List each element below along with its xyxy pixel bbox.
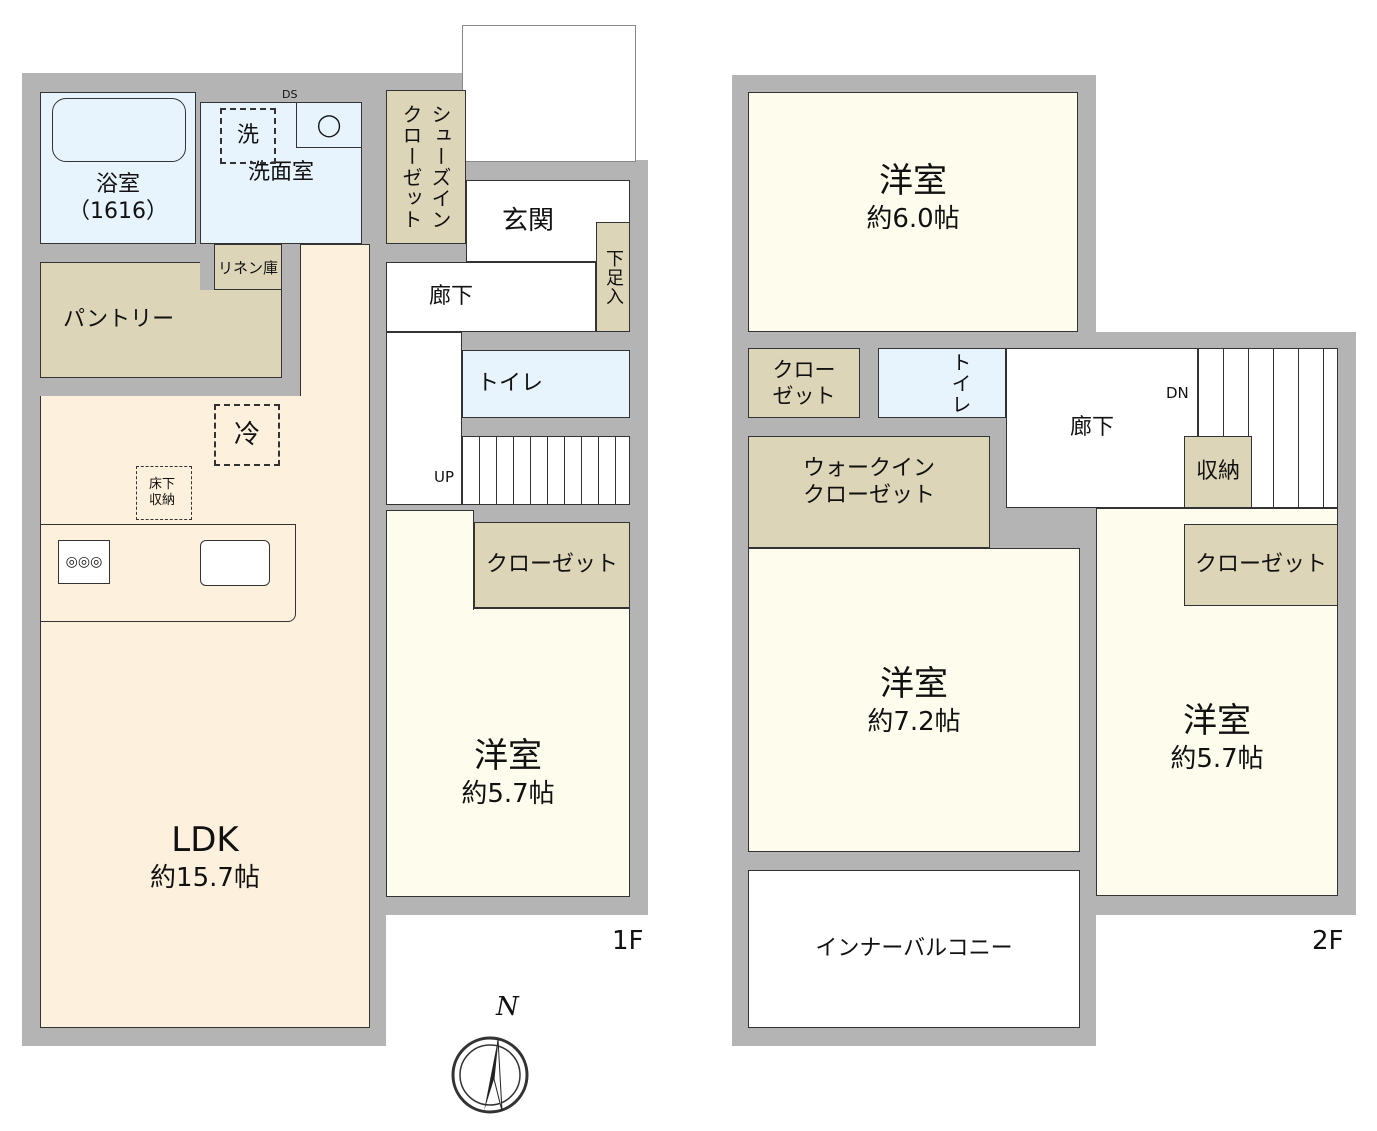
room-size: 約5.7帖 (1170, 743, 1264, 774)
washer-label: 洗 (236, 123, 259, 149)
room-name: リネン庫 (217, 258, 278, 277)
compass-north-label: N (496, 992, 519, 1022)
hall-lower (386, 332, 462, 505)
room-size: 約7.2帖 (867, 706, 961, 737)
room-toilet-2f: トイレ (878, 348, 1006, 418)
sink-icon: ◯ (296, 102, 362, 148)
underfloor-storage: 床下収納 (136, 466, 192, 520)
room-name: 廊下 (429, 284, 474, 310)
room-bedroom-7: 洋室 約7.2帖 (748, 548, 1080, 852)
stairs-up-label: UP (434, 468, 455, 486)
fridge-label: 冷 (233, 419, 260, 450)
bedroom-1f-upper (386, 510, 474, 610)
room-name: トイレ (477, 371, 544, 397)
room-name: トイレ (948, 351, 972, 415)
kitchen-sink-icon (200, 540, 270, 586)
stairs-down-label: DN (1166, 384, 1189, 402)
ldk-corridor (300, 244, 370, 424)
stove-icon: ◎◎◎ (58, 540, 110, 584)
room-name: クローゼット (1194, 552, 1327, 578)
room-name: インナーバルコニー (815, 936, 1013, 962)
floor-label-2f: 2F (1312, 926, 1344, 956)
room-size: 約6.0帖 (866, 203, 960, 234)
stairs (462, 436, 630, 505)
room-name: 洋室 (1183, 700, 1251, 741)
room-storage: 収納 (1184, 436, 1252, 508)
room-name: 収納 (1195, 459, 1240, 485)
room-hall-2f: 廊下 (1006, 348, 1198, 508)
room-size: 約5.7帖 (461, 779, 555, 810)
washer-space: 洗 (220, 108, 276, 164)
room-name: クローゼット (485, 552, 618, 578)
room-bedroom-6: 洋室 約6.0帖 (748, 92, 1078, 332)
room-balcony: インナーバルコニー (748, 870, 1080, 1028)
room-name: LDK (171, 820, 239, 861)
floor-label-1f: 1F (612, 926, 644, 956)
room-shoe-box: 下足入 (596, 222, 630, 332)
wall (200, 262, 214, 290)
bathtub-icon (52, 98, 186, 162)
compass-icon (450, 1035, 530, 1115)
room-name: パントリー (63, 307, 175, 333)
fridge-space: 冷 (214, 404, 280, 466)
ds-label: DS (282, 88, 298, 101)
room-size: 約15.7帖 (150, 863, 260, 894)
room-toilet: トイレ (462, 350, 630, 418)
room-name: クローゼット (772, 357, 836, 408)
room-closet: クローゼット (474, 522, 630, 608)
room-closet-c: クローゼット (1184, 524, 1338, 606)
room-linen: リネン庫 (214, 244, 282, 290)
room-name: 洗面室 (247, 160, 314, 186)
room-name: ウォークインクローゼット (802, 455, 935, 509)
room-size: （1616） (68, 199, 168, 224)
room-name: 洋室 (474, 736, 542, 777)
room-ldk: LDK 約15.7帖 (40, 396, 370, 1028)
room-bedroom-1f: 洋室 約5.7帖 (386, 608, 630, 897)
room-name: シューズインクローゼット (399, 104, 452, 230)
room-name: 下足入 (603, 248, 624, 306)
room-name: 洋室 (879, 160, 947, 201)
room-hall: 廊下 (386, 262, 596, 332)
room-closet-a: クローゼット (748, 348, 860, 418)
room-name: 洋室 (880, 663, 948, 704)
porch (462, 25, 636, 162)
room-shoes-closet: シューズインクローゼット (386, 90, 466, 244)
room-wic: ウォークインクローゼット (748, 436, 990, 548)
underfloor-label: 床下収納 (149, 477, 176, 508)
room-name: 浴室 (95, 171, 140, 197)
room-name: 玄関 (501, 205, 554, 236)
room-name: 廊下 (1069, 415, 1114, 441)
